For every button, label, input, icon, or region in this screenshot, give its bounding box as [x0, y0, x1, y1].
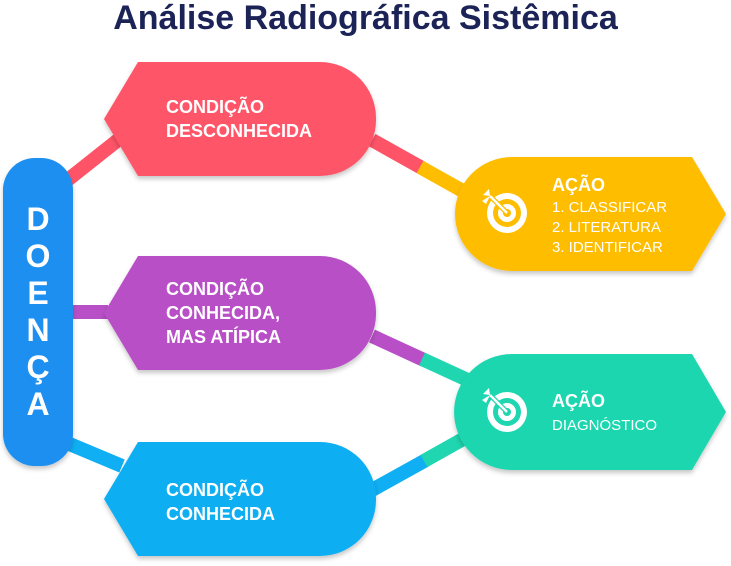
diagram-title: Análise Radiográfica Sistêmica	[113, 0, 618, 37]
spine-letter: Ç	[26, 349, 50, 385]
action-item: 2. LITERATURA	[552, 219, 661, 236]
condition-unknown-shape	[104, 62, 376, 176]
target-icon	[482, 388, 527, 432]
connector-mid-b	[419, 352, 475, 389]
action-classify-title: AÇÃO	[552, 175, 605, 195]
condition-line: CONDIÇÃO	[166, 480, 264, 500]
spine-label: D O E N Ç A	[3, 158, 73, 466]
spine-letter: E	[27, 275, 49, 311]
condition-line: CONHECIDA	[166, 504, 276, 524]
action-diagnosis-shape	[454, 354, 726, 470]
condition-line: CONHECIDA,	[166, 303, 281, 323]
condition-known-shape	[104, 442, 376, 556]
action-diagnosis-title: AÇÃO	[552, 391, 605, 411]
connector-bot-a	[368, 453, 430, 497]
action-classify-list: 1. CLASSIFICAR 2. LITERATURA 3. IDENTIFI…	[552, 198, 667, 258]
condition-known-label: CONDIÇÃO CONHECIDA	[166, 478, 275, 526]
action-item: DIAGNÓSTICO	[552, 417, 658, 434]
condition-line: MAS ATÍPICA	[166, 327, 281, 347]
connector-mid-a	[369, 329, 427, 367]
action-item: 3. IDENTIFICAR	[552, 239, 663, 256]
condition-unknown-label: CONDIÇÃO DESCONHECIDA	[166, 95, 312, 143]
spine-letter: A	[26, 386, 50, 422]
condition-line: CONDIÇÃO	[166, 279, 264, 299]
spine-letter: O	[25, 238, 51, 274]
action-classify-shape	[455, 157, 726, 271]
action-diagnosis-list: DIAGNÓSTICO	[552, 416, 657, 436]
spine-letter: D	[26, 201, 50, 237]
connector-top-a	[368, 133, 426, 175]
condition-line: DESCONHECIDA	[166, 121, 313, 141]
condition-atypical-shape	[104, 256, 376, 370]
spine-letter: N	[26, 312, 50, 348]
condition-line: CONDIÇÃO	[166, 97, 264, 117]
condition-atypical-label: CONDIÇÃO CONHECIDA, MAS ATÍPICA	[166, 277, 281, 349]
action-item: 1. CLASSIFICAR	[552, 199, 668, 216]
target-icon	[482, 189, 527, 233]
spine-bar	[3, 158, 73, 466]
